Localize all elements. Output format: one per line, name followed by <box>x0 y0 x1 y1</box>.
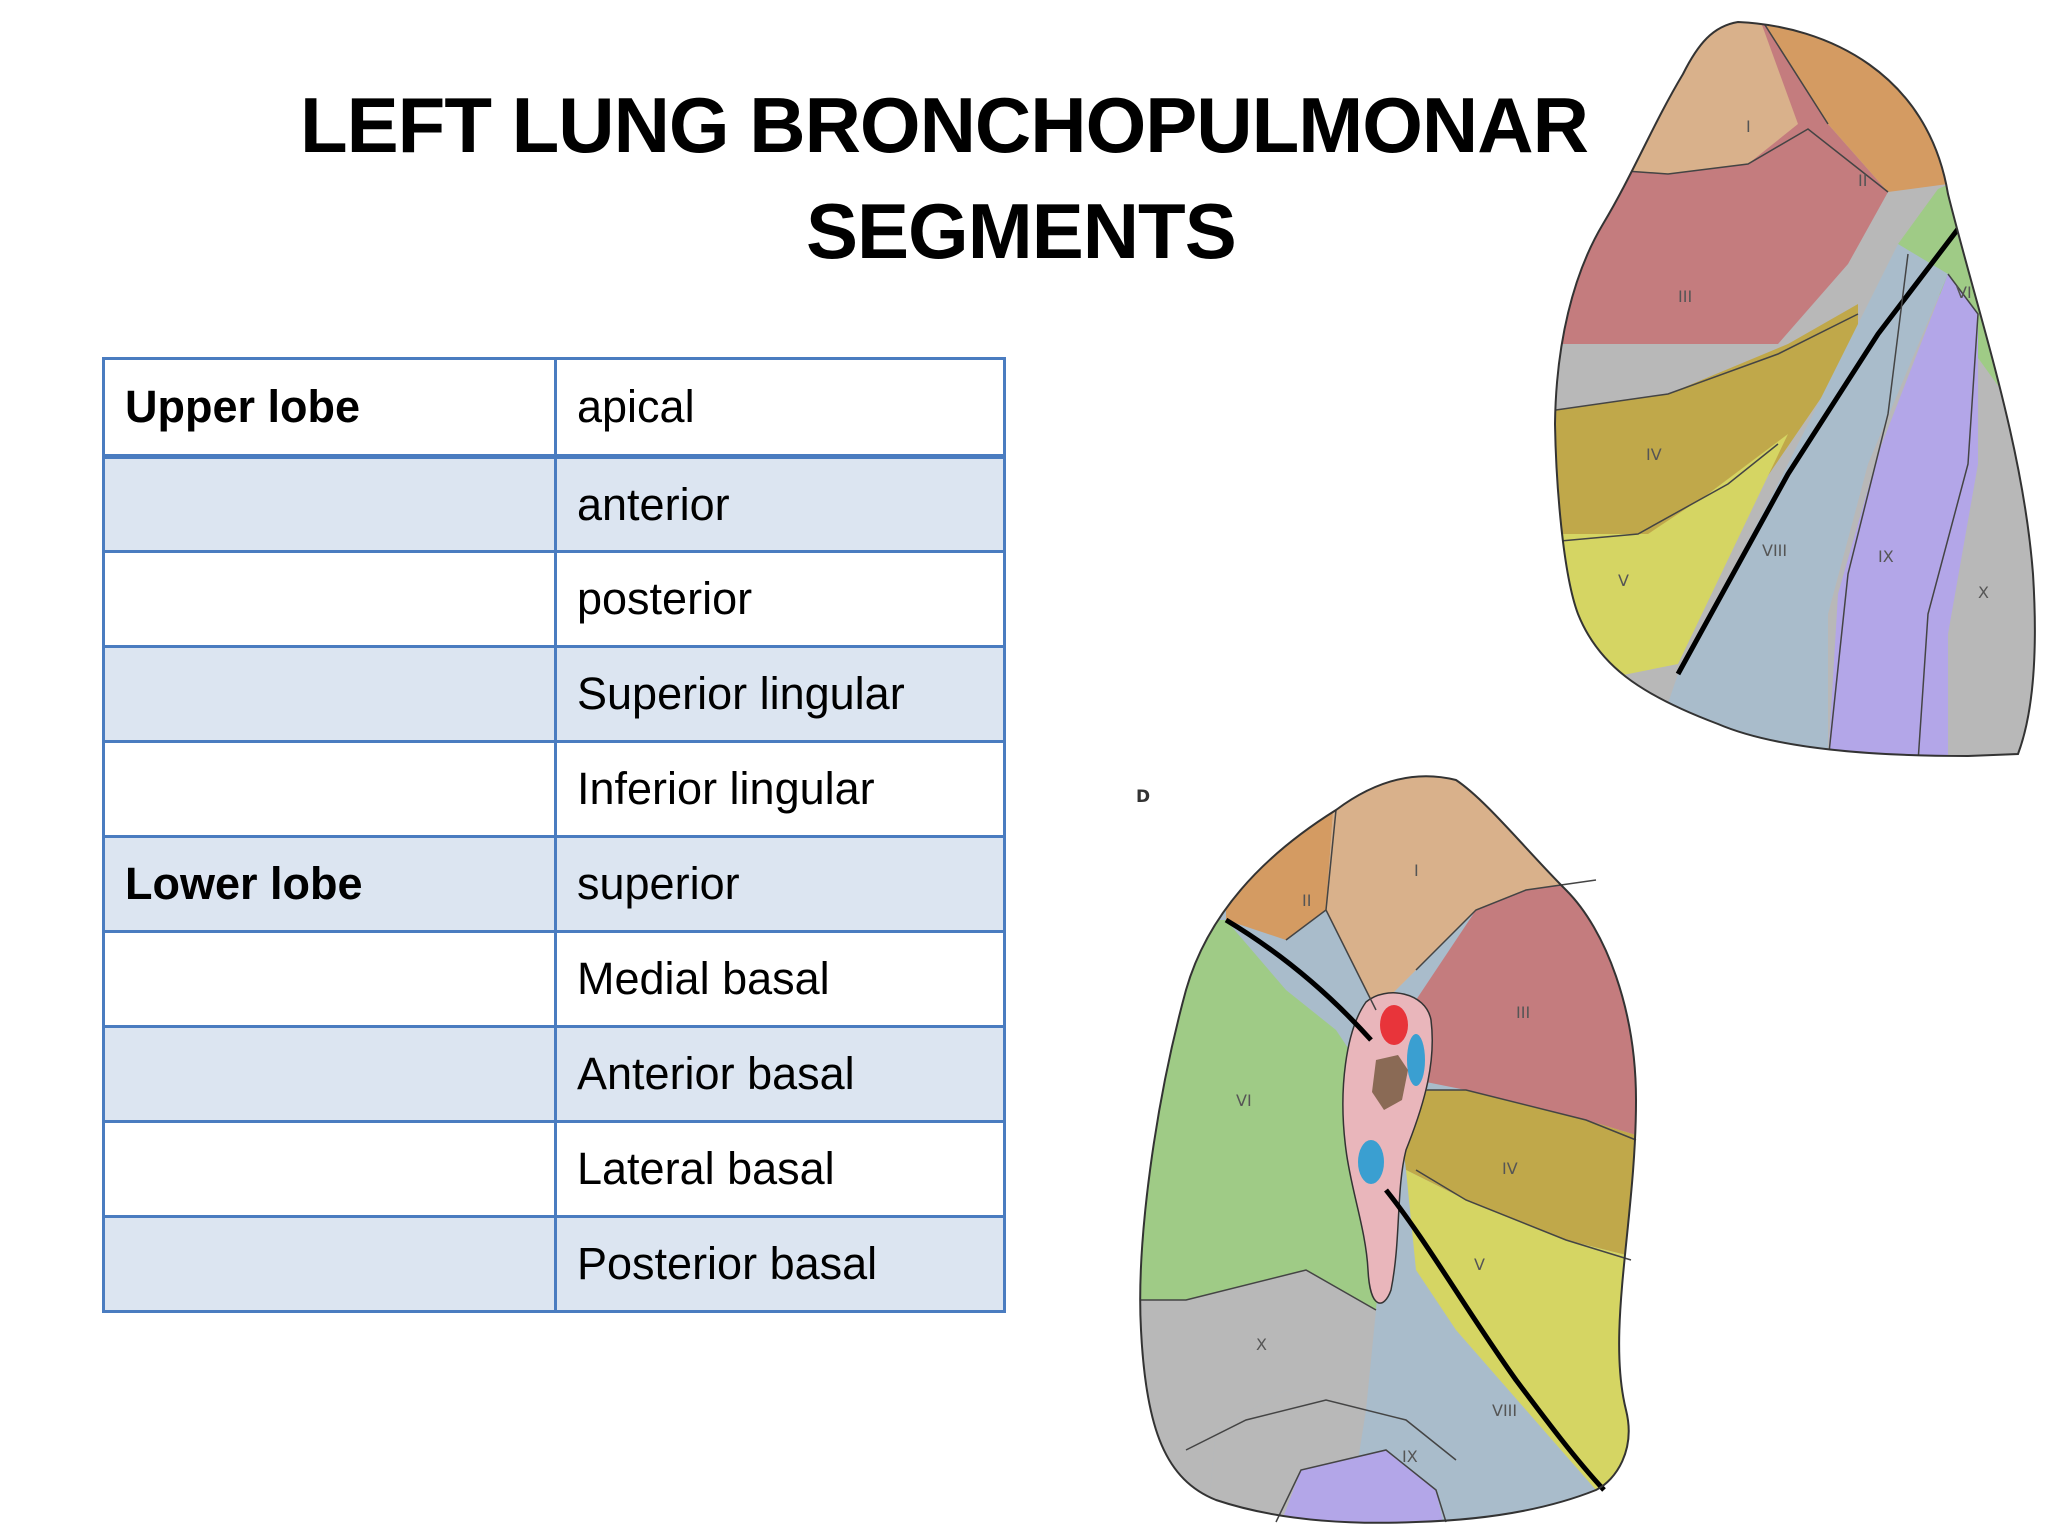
segment-label-vi: VI <box>1956 283 1972 302</box>
segment-border <box>1415 1169 1632 1261</box>
segment-label-x: X <box>1256 1335 1267 1354</box>
segment-label-vi: VI <box>1236 1091 1252 1110</box>
segments-table: Upper lobe apical anterior posterior Sup… <box>102 357 1006 1313</box>
segment-cell: apical <box>554 357 1006 459</box>
panel-letter: D <box>1136 787 1150 807</box>
bronchus <box>1372 1055 1408 1110</box>
segment-region <box>1828 274 1978 756</box>
title-line-1: LEFT LUNG BRONCHOPULMONAR <box>300 81 1589 169</box>
segment-cell: Lateral basal <box>554 1120 1006 1218</box>
segment-label-iv: IV <box>1502 1159 1518 1178</box>
table-row: Anterior basal <box>102 1025 1006 1123</box>
left-lung-lateral-diagram: I II III IV V VI VIII IX X <box>1553 20 2036 758</box>
segment-cell: anterior <box>554 455 1006 553</box>
table-row: Posterior basal <box>102 1215 1006 1313</box>
segment-cell: Posterior basal <box>554 1215 1006 1313</box>
segment-cell: posterior <box>554 550 1006 648</box>
segment-label-i: I <box>1414 861 1419 880</box>
fissure-line <box>1384 1188 1606 1492</box>
lobe-cell <box>102 740 557 838</box>
table-row: Medial basal <box>102 930 1006 1028</box>
lobe-cell <box>102 645 557 743</box>
segment-label-ii: II <box>1858 171 1867 190</box>
segment-label-ii: II <box>1302 891 1311 910</box>
table-row: posterior <box>102 550 1006 648</box>
lobe-cell: Lower lobe <box>102 835 557 933</box>
segment-label-viii: VIII <box>1492 1401 1517 1420</box>
segment-border <box>1757 22 1829 125</box>
segment-region <box>1555 434 1788 694</box>
segment-region <box>1406 1170 1636 1490</box>
lobe-cell <box>102 1215 557 1313</box>
fissure-line <box>1224 917 1373 1042</box>
segment-region <box>1140 1270 1376 1523</box>
pulmonary-artery <box>1380 1005 1408 1045</box>
segment-cell: Anterior basal <box>554 1025 1006 1123</box>
segment-region <box>1648 244 1948 756</box>
table-row: Upper lobe apical <box>102 357 1006 459</box>
table-row: Lateral basal <box>102 1120 1006 1218</box>
segment-border <box>1275 1449 1447 1523</box>
segment-region <box>1396 1090 1636 1270</box>
segment-label-v: V <box>1474 1255 1485 1274</box>
lobe-cell <box>102 1120 557 1218</box>
segment-cell: superior <box>554 835 1006 933</box>
segment-border <box>1917 273 1979 756</box>
segment-border <box>1185 1399 1457 1461</box>
segment-label-v: V <box>1618 571 1629 590</box>
segment-cell: Superior lingular <box>554 645 1006 743</box>
segment-label-ix: IX <box>1878 547 1894 566</box>
segment-border <box>1285 809 1377 1011</box>
segment-label-iii: III <box>1516 1003 1530 1022</box>
table-row: Superior lingular <box>102 645 1006 743</box>
segment-border <box>1555 443 1779 545</box>
title-line-2: SEGMENTS <box>806 187 1237 275</box>
segment-label-viii: VIII <box>1762 541 1787 560</box>
segment-region <box>1140 920 1386 1310</box>
lobe-cell <box>102 550 557 648</box>
segment-region <box>1555 22 1798 174</box>
lung-outline <box>1553 20 2036 758</box>
segment-region <box>1555 304 1858 534</box>
segment-label-i: I <box>1746 117 1751 136</box>
lobe-cell <box>102 1025 557 1123</box>
segment-label-ix: IX <box>1402 1447 1418 1466</box>
segment-cell: Medial basal <box>554 930 1006 1028</box>
segment-label-x: X <box>1978 583 1989 602</box>
pulmonary-vein <box>1407 1034 1425 1086</box>
segment-label-iv: IV <box>1646 445 1662 464</box>
lobe-cell <box>102 455 557 553</box>
segment-region <box>1276 1450 1446 1523</box>
segment-cell: Inferior lingular <box>554 740 1006 838</box>
segment-border <box>1555 313 1859 415</box>
table-row: Inferior lingular <box>102 740 1006 838</box>
lobe-cell: Upper lobe <box>102 357 557 459</box>
segment-border <box>1141 1269 1377 1311</box>
segment-label-iii: III <box>1678 287 1692 306</box>
pulmonary-vein <box>1358 1140 1384 1184</box>
lung-outline <box>1139 775 1638 1524</box>
lobe-cell <box>102 930 557 1028</box>
left-lung-medial-diagram: D I II III IV V VI X VIII IX <box>1136 775 1638 1524</box>
segment-border <box>1426 1089 1637 1141</box>
segment-border <box>1827 253 1909 756</box>
table-row: Lower lobe superior <box>102 835 1006 933</box>
table-row: anterior <box>102 455 1006 553</box>
